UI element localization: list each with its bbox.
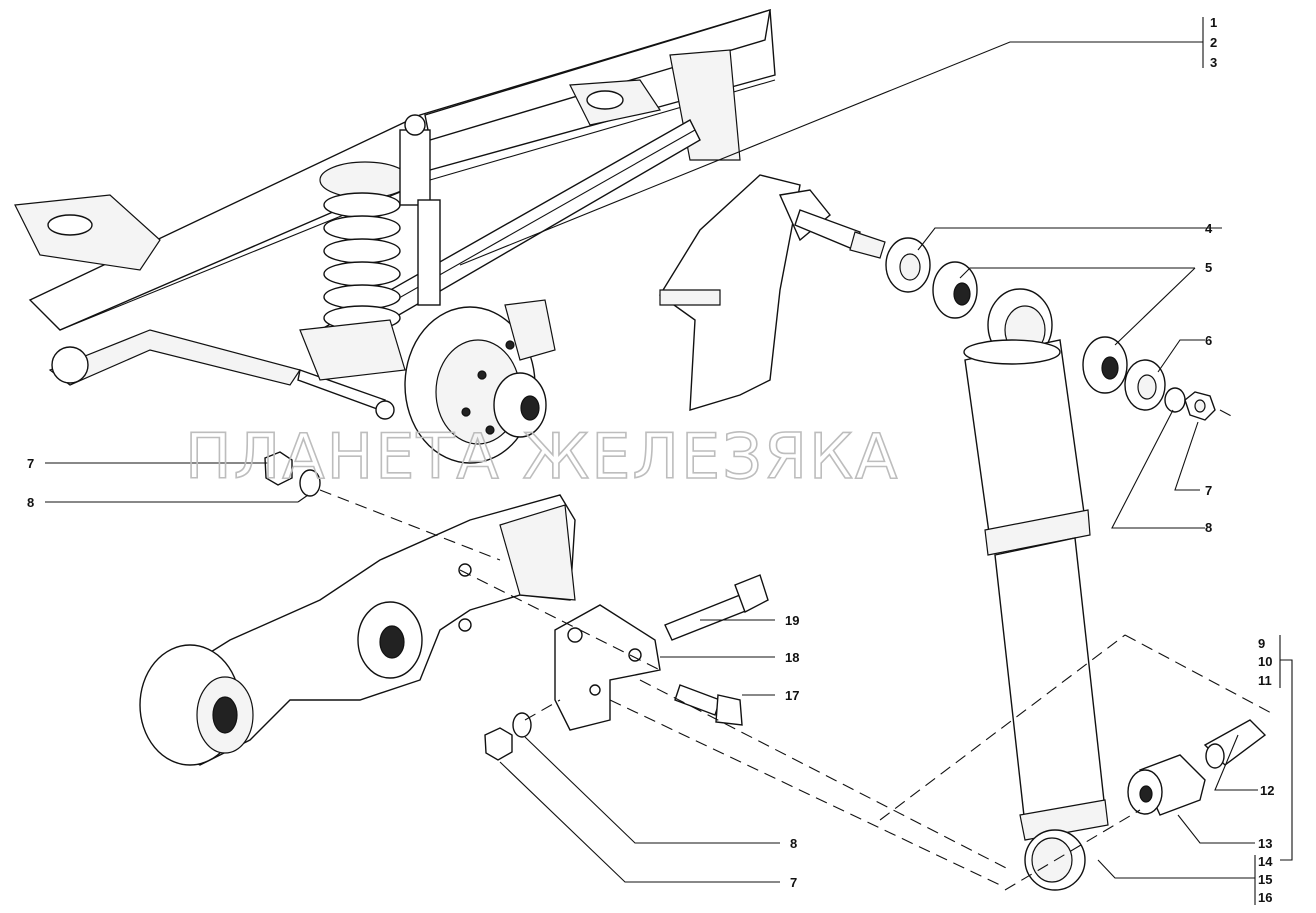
- callout-11: 11: [1258, 673, 1272, 688]
- callout-8-bottom: 8: [790, 836, 797, 851]
- washer-6: [1124, 359, 1166, 411]
- callout-16: 16: [1258, 890, 1272, 905]
- bushing-5-right: [1082, 336, 1128, 394]
- callout-10: 10: [1258, 654, 1272, 669]
- callout-8-left: 8: [27, 495, 34, 510]
- callout-13: 13: [1258, 836, 1272, 851]
- bushing-13: [1127, 754, 1206, 816]
- washer-8-left: [299, 469, 321, 497]
- nut-7-bottom: [484, 727, 513, 761]
- callout-7-bottom: 7: [790, 875, 797, 890]
- sleeve-12: [1203, 719, 1267, 769]
- callout-19: 19: [785, 613, 799, 628]
- bracket-18: [554, 604, 661, 731]
- bolt-19: [664, 574, 769, 641]
- callout-5: 5: [1205, 260, 1212, 275]
- trailing-arm: [139, 494, 576, 766]
- cross-member: [14, 194, 161, 271]
- callout-9: 9: [1258, 636, 1265, 651]
- callout-6: 6: [1205, 333, 1212, 348]
- nut-7-left: [264, 451, 293, 486]
- leader-lines: [45, 17, 1293, 905]
- washer-4: [885, 237, 931, 293]
- coil-spring: [323, 192, 401, 331]
- callout-labels: 1 2 3 4 5 6 7 8 7 8 19 18 17 8 7 9 10 11…: [27, 15, 1274, 905]
- callout-7-left: 7: [27, 456, 34, 471]
- bushing-5-left: [932, 261, 978, 319]
- callout-2: 2: [1210, 35, 1217, 50]
- callout-18: 18: [785, 650, 799, 665]
- bolt-17: [674, 684, 743, 726]
- chassis-assembly: [14, 9, 776, 464]
- callout-7-top: 7: [1205, 483, 1212, 498]
- callout-15: 15: [1258, 872, 1272, 887]
- steering-knuckle: [299, 319, 406, 381]
- callout-12: 12: [1260, 783, 1274, 798]
- nut-7-top: [1184, 391, 1216, 421]
- callout-3: 3: [1210, 55, 1217, 70]
- washer-8-bottom: [512, 712, 532, 738]
- lower-link: [48, 329, 301, 386]
- callout-17: 17: [785, 688, 799, 703]
- shock-upper-body: [964, 339, 1086, 541]
- alignment-lines: [319, 409, 1276, 891]
- watermark-text: ПЛАНЕТА ЖЕЛЕЗЯКА: [185, 420, 899, 493]
- washer-8-top: [1164, 387, 1186, 413]
- callout-1: 1: [1210, 15, 1217, 30]
- callout-8-top: 8: [1205, 520, 1212, 535]
- assembly-shock-lower: [417, 199, 441, 306]
- wheel-hub: [493, 372, 547, 438]
- shock-absorber: [963, 288, 1109, 891]
- assembly-shock-upper: [399, 129, 431, 206]
- shock-lower-body: [994, 537, 1106, 826]
- upper-mount-bracket: [659, 174, 886, 411]
- callout-4: 4: [1205, 221, 1213, 236]
- callout-14: 14: [1258, 854, 1273, 869]
